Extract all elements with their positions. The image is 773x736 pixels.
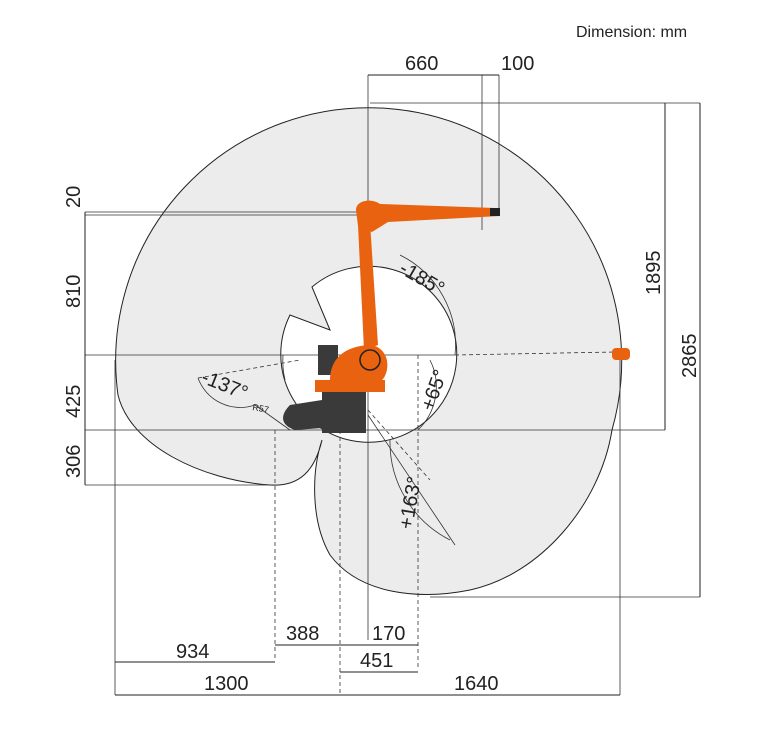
dim-170: 170 bbox=[372, 623, 405, 645]
dim-1300: 1300 bbox=[204, 673, 249, 695]
robot-illustration bbox=[283, 200, 630, 433]
dim-425: 425 bbox=[63, 385, 85, 418]
dim-20: 20 bbox=[63, 186, 85, 208]
dim-934: 934 bbox=[176, 641, 209, 663]
dim-1895: 1895 bbox=[643, 251, 665, 296]
dim-100: 100 bbox=[501, 53, 534, 75]
dim-451: 451 bbox=[360, 650, 393, 672]
dim-660: 660 bbox=[405, 53, 438, 75]
radius-label: R57 bbox=[252, 402, 270, 415]
dimension-unit-caption: Dimension: mm bbox=[576, 24, 687, 41]
dim-810: 810 bbox=[63, 275, 85, 308]
dim-2865: 2865 bbox=[679, 334, 701, 379]
dim-388: 388 bbox=[286, 623, 319, 645]
dim-306: 306 bbox=[63, 445, 85, 478]
dim-1640: 1640 bbox=[454, 673, 499, 695]
